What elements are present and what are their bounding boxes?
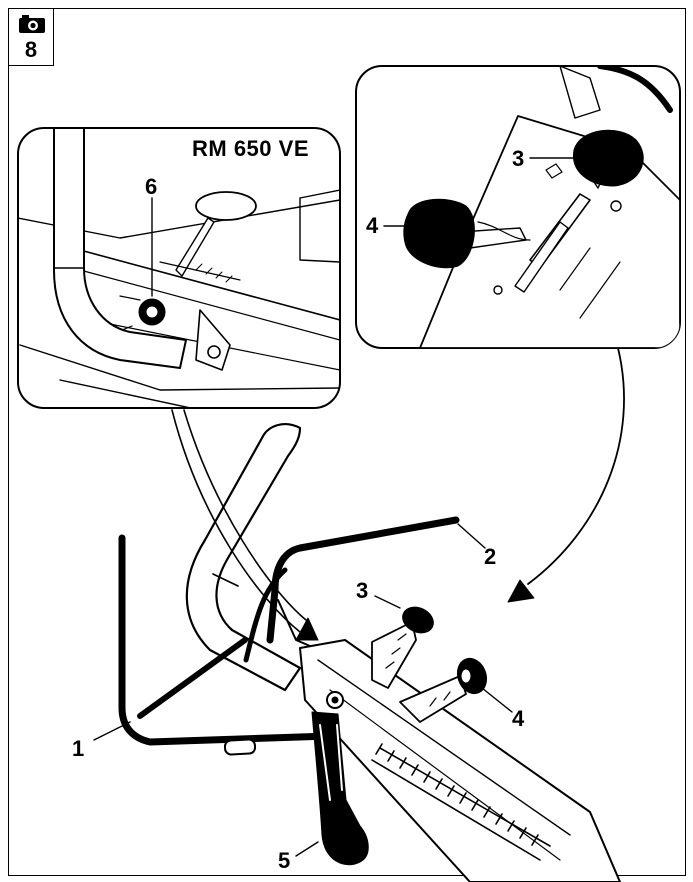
callout-4: 4 bbox=[512, 706, 525, 731]
handle-2 bbox=[266, 516, 460, 644]
figure-number: 8 bbox=[24, 37, 38, 62]
inset-knob-3 bbox=[573, 129, 644, 187]
inset-callout-4: 4 bbox=[366, 213, 379, 238]
figure-number-box: 8 bbox=[8, 8, 54, 66]
callout-5: 5 bbox=[278, 848, 291, 873]
upper-handle bbox=[185, 423, 302, 692]
handle-1 bbox=[118, 534, 334, 746]
callout-1: 1 bbox=[72, 736, 85, 761]
inset-left bbox=[17, 127, 341, 409]
inset-callout-3: 3 bbox=[512, 146, 525, 171]
figure-frame bbox=[8, 8, 686, 876]
arrow-head-right bbox=[507, 579, 535, 603]
camera-icon bbox=[19, 15, 45, 33]
knob-3 bbox=[402, 606, 434, 634]
shaft-3 bbox=[371, 621, 417, 689]
inset-right bbox=[355, 65, 681, 349]
callout-3: 3 bbox=[356, 578, 369, 603]
callout-6: 6 bbox=[145, 174, 158, 199]
main-drawing bbox=[93, 347, 625, 882]
spring bbox=[371, 743, 551, 861]
shaft-4 bbox=[399, 675, 467, 723]
inset-knob-4 bbox=[403, 198, 475, 269]
mower-deck bbox=[299, 639, 621, 882]
knob-4 bbox=[456, 657, 488, 695]
model-label: RM 650 VE bbox=[192, 136, 309, 161]
lever-5 bbox=[311, 711, 369, 866]
arrow-head-left bbox=[295, 617, 319, 641]
callout-2: 2 bbox=[484, 544, 497, 569]
